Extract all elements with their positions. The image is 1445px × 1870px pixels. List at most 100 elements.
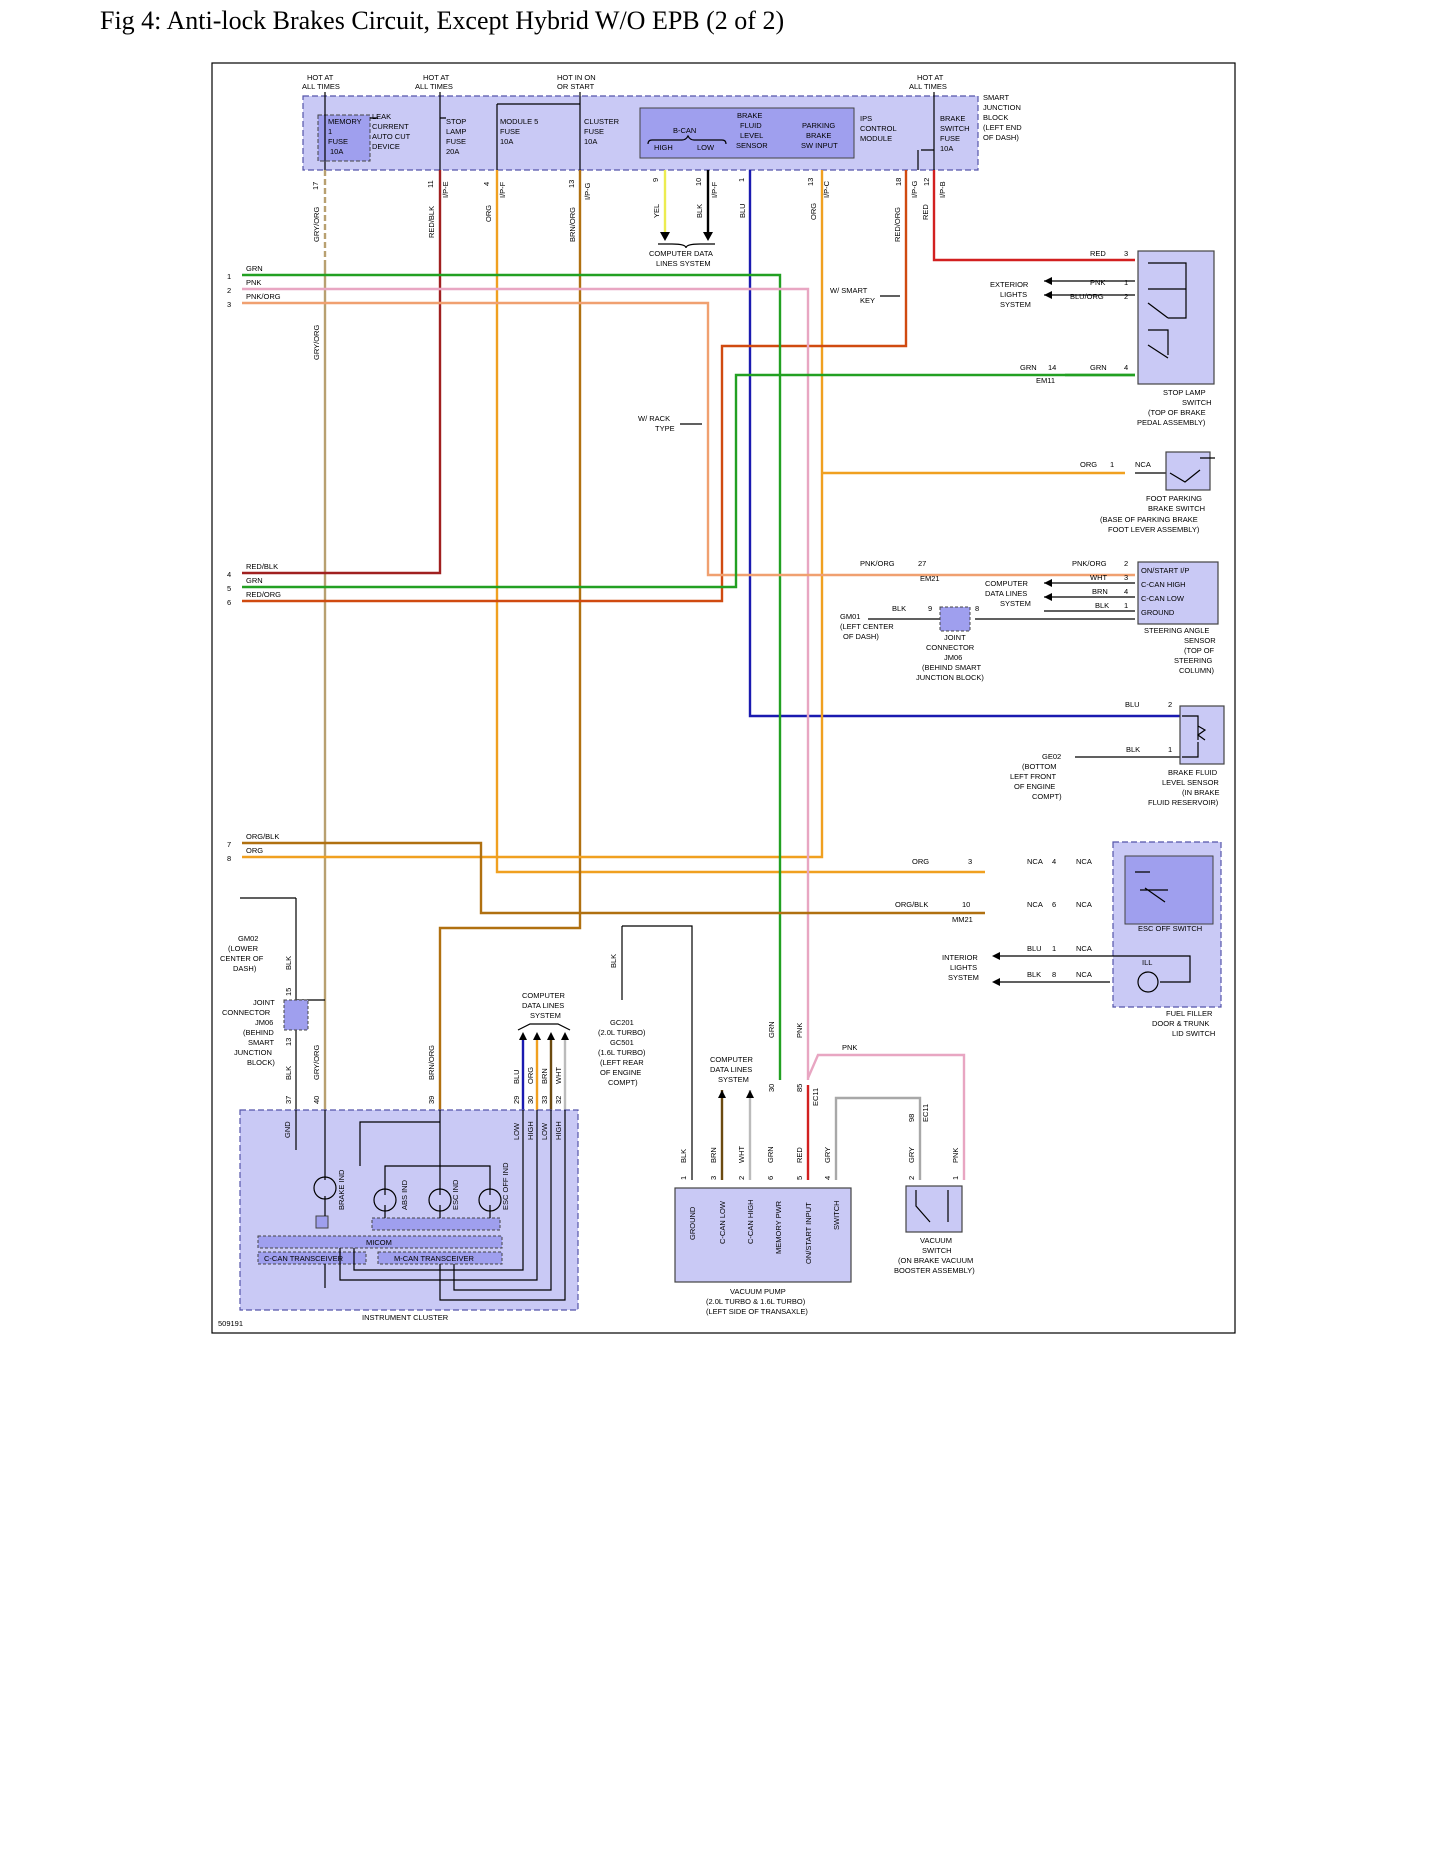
lbl-blk-3: BLK bbox=[892, 604, 906, 613]
pin-sas-2: 2 bbox=[1124, 559, 1128, 568]
jcl-7: BLOCK) bbox=[247, 1058, 275, 1067]
bsw-1: BRAKE bbox=[940, 114, 965, 123]
pin-vp-4: 4 bbox=[823, 1176, 832, 1180]
lbl-org-3: ORG bbox=[809, 203, 818, 220]
jcl-6: JUNCTION bbox=[234, 1048, 272, 1057]
gm02-3: CENTER OF bbox=[220, 954, 264, 963]
pin-vs-1: 1 bbox=[951, 1176, 960, 1180]
ill-label: ILL bbox=[1142, 958, 1152, 967]
pin-ec-30: 30 bbox=[767, 1084, 776, 1092]
lbl-gryorg-3: GRY/ORG bbox=[312, 1045, 321, 1080]
vp-6: SWITCH bbox=[832, 1200, 841, 1230]
pin-11: 11 bbox=[426, 180, 435, 188]
pin-10: 10 bbox=[694, 178, 703, 186]
sas-2: SENSOR bbox=[1184, 636, 1216, 645]
lbl-grn-2: GRN bbox=[246, 576, 263, 585]
pin-fpbs-1: 1 bbox=[1110, 460, 1114, 469]
rack-2: TYPE bbox=[655, 424, 675, 433]
sas-3: (TOP OF bbox=[1184, 646, 1215, 655]
bfl-3: (IN BRAKE bbox=[1182, 788, 1220, 797]
cdl-vp-2: DATA LINES bbox=[710, 1065, 752, 1074]
lbl-brn-1: BRN bbox=[1092, 587, 1108, 596]
gc201-ground: BLK GC201 (2.0L TURBO) GC501 (1.6L TURBO… bbox=[598, 954, 646, 1087]
ic-low-1: LOW bbox=[512, 1122, 521, 1140]
ge02-5: COMPT) bbox=[1032, 792, 1062, 801]
pin-sls-4: 4 bbox=[1124, 363, 1128, 372]
jcl-3: JM06 bbox=[255, 1018, 273, 1027]
ffd-1: FUEL FILLER bbox=[1166, 1009, 1213, 1018]
esc-off-ind: ESC OFF IND bbox=[501, 1162, 510, 1210]
bfls-2: FLUID bbox=[740, 121, 762, 130]
int-1: INTERIOR bbox=[942, 953, 978, 962]
lbl-blu-1: BLU bbox=[738, 203, 747, 218]
lbl-em11: EM11 bbox=[1036, 376, 1055, 385]
vacuum-switch: 98 EC11 GRY PNK 2 1 VACUUM SWITCH (ON BR… bbox=[894, 1104, 975, 1275]
lbl-brn-2: BRN bbox=[540, 1068, 549, 1084]
lbl-orgblk-2: ORG/BLK bbox=[895, 900, 928, 909]
pin-esc-3: 3 bbox=[968, 857, 972, 866]
fpbs-4: FOOT LEVER ASSEMBLY) bbox=[1108, 525, 1200, 534]
gc-4: (1.6L TURBO) bbox=[598, 1048, 646, 1057]
pin-bfl-2: 2 bbox=[1168, 700, 1172, 709]
pin-ipe: I/P-E bbox=[441, 181, 450, 198]
lbl-grn-3: GRN bbox=[1090, 363, 1107, 372]
fpbs-2: BRAKE SWITCH bbox=[1148, 504, 1205, 513]
esc-ind: ESC IND bbox=[451, 1179, 460, 1210]
pin-12: 12 bbox=[922, 178, 931, 186]
lbl-org-5: ORG bbox=[912, 857, 929, 866]
pin-vp-3: 3 bbox=[709, 1176, 718, 1180]
bcan-label: B-CAN bbox=[673, 126, 696, 135]
lbl-pnkorg-3: PNK/ORG bbox=[1072, 559, 1107, 568]
pin-9: 9 bbox=[651, 178, 660, 182]
wires bbox=[240, 170, 1180, 1180]
bsw-2: SWITCH bbox=[940, 124, 970, 133]
lbl-wht-2: WHT bbox=[554, 1067, 563, 1084]
jc-4: (BEHIND SMART bbox=[922, 663, 981, 672]
cdl-3: SYSTEM bbox=[530, 1011, 561, 1020]
int-3: SYSTEM bbox=[948, 973, 979, 982]
lbl-nca-5: NCA bbox=[1076, 900, 1092, 909]
lbl-nca-2: NCA bbox=[1027, 857, 1043, 866]
pin-ipc: I/P-C bbox=[822, 180, 831, 198]
abs-ind: ABS IND bbox=[400, 1179, 409, 1210]
hot-label-2b: ALL TIMES bbox=[415, 82, 453, 91]
pin-ic-32: 32 bbox=[554, 1096, 563, 1104]
cluster-2: FUSE bbox=[584, 127, 604, 136]
fpbs-1: FOOT PARKING bbox=[1146, 494, 1202, 503]
lbl-blk-7: BLK bbox=[284, 1066, 293, 1080]
ext-3: SYSTEM bbox=[1000, 300, 1031, 309]
steering-angle-sensor: ON/START I/P C-CAN HIGH C-CAN LOW GROUND… bbox=[860, 559, 1219, 675]
pin-vp-2: 2 bbox=[737, 1176, 746, 1180]
pin-sls-3: 3 bbox=[1124, 249, 1128, 258]
vs-3: (ON BRAKE VACUUM bbox=[898, 1256, 973, 1265]
row-2: 2 bbox=[227, 286, 231, 295]
hot-label-4a: HOT AT bbox=[917, 73, 944, 82]
cdl-vp-1: COMPUTER bbox=[710, 1055, 754, 1064]
bfl-1: BRAKE FLUID bbox=[1168, 768, 1218, 777]
lbl-pnk-4: PNK bbox=[842, 1043, 857, 1052]
lbl-wht-3: WHT bbox=[737, 1146, 746, 1163]
lbl-pnk-3: PNK bbox=[795, 1023, 804, 1038]
esc-off-label: ESC OFF SWITCH bbox=[1138, 924, 1202, 933]
lbl-gryorg-1: GRY/ORG bbox=[312, 207, 321, 242]
stop-fuse-4: 20A bbox=[446, 147, 459, 156]
ge02-2: (BOTTOM bbox=[1022, 762, 1056, 771]
lbl-brnorg-1: BRN/ORG bbox=[568, 207, 577, 242]
row-6: 6 bbox=[227, 598, 231, 607]
ge02-1: GE02 bbox=[1042, 752, 1061, 761]
row-1: 1 bbox=[227, 272, 231, 281]
lbl-nca-3: NCA bbox=[1076, 857, 1092, 866]
pin-13b: 13 bbox=[806, 178, 815, 186]
pin-ec-85: 85 bbox=[795, 1084, 804, 1092]
cdl-vp-3: SYSTEM bbox=[718, 1075, 749, 1084]
sls-2: SWITCH bbox=[1182, 398, 1212, 407]
stop-lamp-switch: RED 3 PNK 1 BLU/ORG 2 GRN 4 GRN 14 EM11 … bbox=[830, 249, 1215, 427]
int-2: LIGHTS bbox=[950, 963, 977, 972]
lbl-brn-3: BRN bbox=[709, 1147, 718, 1163]
instrument-cluster: MICOM C-CAN TRANSCEIVER M-CAN TRANSCEIVE… bbox=[239, 1109, 579, 1322]
cluster-3: 10A bbox=[584, 137, 597, 146]
lbl-blk-2: BLK bbox=[1095, 601, 1109, 610]
pin-17: 17 bbox=[311, 182, 320, 190]
memory-label: MEMORY bbox=[328, 117, 362, 126]
